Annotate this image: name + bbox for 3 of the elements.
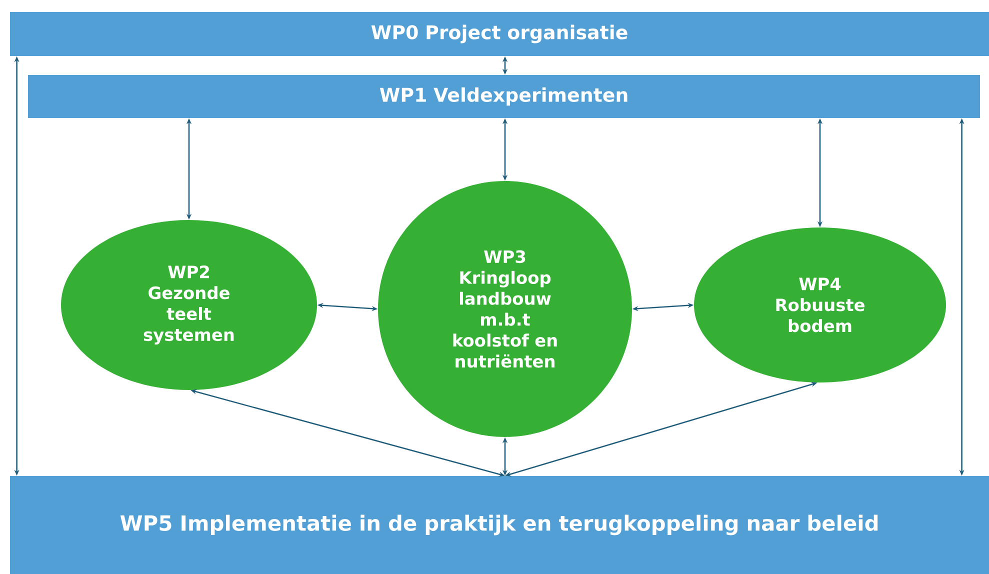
- work-package-bar: WP5 Implementatie in de praktijk en terugkoppeling naar beleid: [10, 476, 989, 574]
- work-package-bar: WP1 Veldexperimenten: [28, 75, 980, 118]
- work-package-bar: WP0 Project organisatie: [10, 12, 989, 56]
